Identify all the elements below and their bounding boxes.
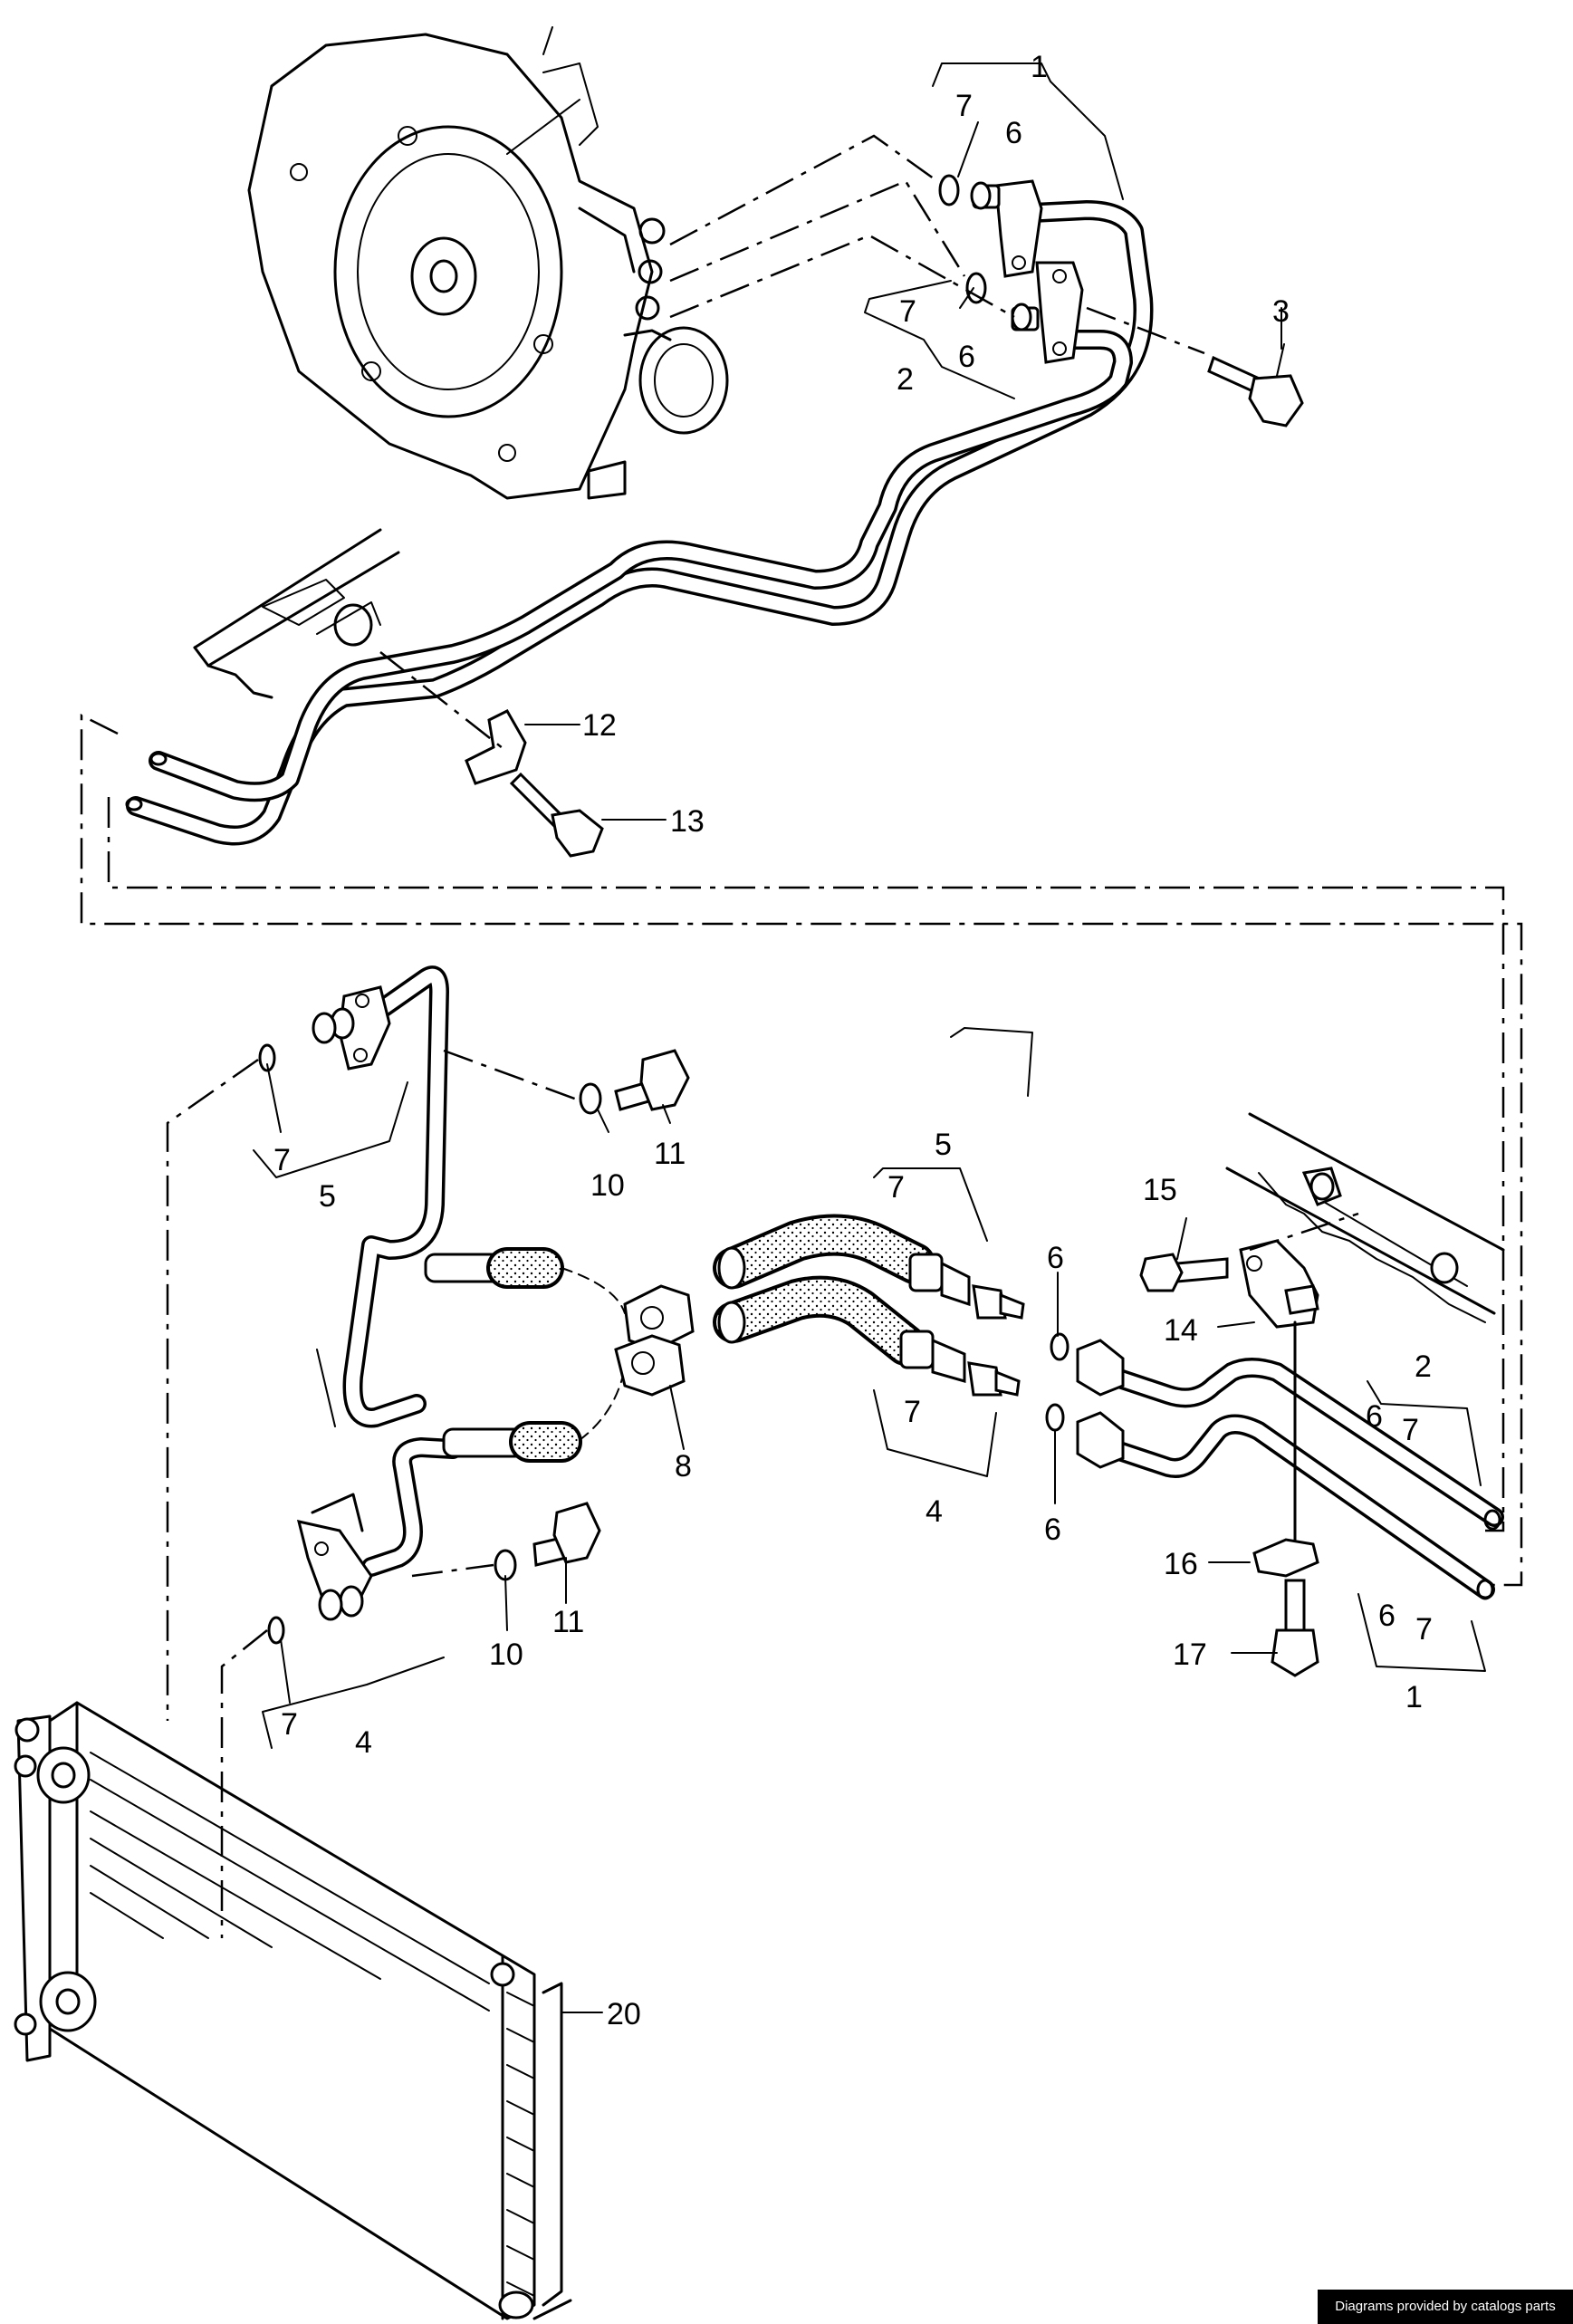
radiator-20 xyxy=(14,1701,572,2320)
hose-clamp-8 xyxy=(614,1284,695,1397)
bolt-13 xyxy=(509,772,604,858)
short-hose-upper xyxy=(424,1247,564,1289)
bolt-15 xyxy=(1139,1253,1229,1292)
bolt-3 xyxy=(1207,355,1304,427)
callout-10-upper: 10 xyxy=(590,1168,625,1203)
callout-6-top-b: 6 xyxy=(958,340,975,374)
callout-5-left: 5 xyxy=(319,1179,336,1214)
callout-1-right: 1 xyxy=(1405,1680,1423,1714)
callout-6-hose-b: 6 xyxy=(1044,1513,1061,1547)
radiator-bracket-area xyxy=(1225,1112,1505,1323)
callout-10-lower: 10 xyxy=(489,1637,523,1672)
callout-7-right-a: 7 xyxy=(1402,1413,1419,1447)
right-pipe-2 xyxy=(1104,1358,1504,1527)
foam-hose-4 xyxy=(713,1275,926,1366)
callout-17: 17 xyxy=(1173,1637,1207,1672)
bracket-14 xyxy=(1239,1239,1319,1329)
callout-12: 12 xyxy=(582,708,617,743)
callout-15: 15 xyxy=(1143,1173,1177,1207)
callout-13: 13 xyxy=(670,804,705,839)
transmission-housing xyxy=(247,26,729,500)
callout-7-top-b: 7 xyxy=(899,294,916,329)
callout-3: 3 xyxy=(1272,294,1290,329)
callout-14: 14 xyxy=(1164,1313,1198,1348)
right-pipe-1 xyxy=(1104,1414,1495,1599)
callout-11-lower: 11 xyxy=(552,1605,584,1639)
short-hose-lower xyxy=(442,1421,582,1463)
callout-11-upper: 11 xyxy=(654,1137,686,1171)
bolt-11-lower xyxy=(494,1502,601,1581)
callout-2-top: 2 xyxy=(897,362,914,397)
callout-2-right: 2 xyxy=(1415,1349,1432,1384)
callout-6-hose-a: 6 xyxy=(1047,1241,1064,1275)
bolt-17 xyxy=(1271,1579,1319,1677)
callout-6-top-a: 6 xyxy=(1005,116,1022,150)
callout-4-left: 4 xyxy=(355,1725,372,1760)
clip-12 xyxy=(465,709,527,785)
lower-fitting-5 xyxy=(258,985,391,1072)
callout-6-right-b: 6 xyxy=(1378,1599,1396,1633)
callout-4-hose: 4 xyxy=(926,1494,943,1529)
callout-5-hose: 5 xyxy=(935,1128,952,1162)
lower-fitting-4 xyxy=(267,1520,373,1645)
callout-7-left-a: 7 xyxy=(273,1143,291,1177)
callout-7-hose-b: 7 xyxy=(904,1395,921,1429)
callout-20: 20 xyxy=(607,1997,641,2031)
callout-8: 8 xyxy=(675,1449,692,1484)
subframe xyxy=(193,528,400,699)
credit-label: Diagrams provided by catalogs parts xyxy=(1318,2290,1573,2324)
bolt-11-upper xyxy=(579,1049,690,1115)
callout-6-right-a: 6 xyxy=(1366,1399,1383,1434)
upper-fitting-2 xyxy=(965,261,1084,364)
callout-7-right-b: 7 xyxy=(1415,1612,1433,1647)
lower-pipe-4 xyxy=(361,1437,463,1577)
callout-7-top-a: 7 xyxy=(955,89,973,123)
lower-pipe-5 xyxy=(342,965,449,1428)
callout-16: 16 xyxy=(1164,1547,1198,1581)
hose-fitting-lower xyxy=(899,1330,1021,1397)
callout-7-left-b: 7 xyxy=(281,1707,298,1742)
hose-fitting-upper xyxy=(908,1253,1025,1320)
callout-7-hose-a: 7 xyxy=(887,1170,905,1205)
callout-1-top: 1 xyxy=(1031,50,1048,84)
foam-hose-5 xyxy=(713,1214,935,1289)
upper-cooler-pipe-2 xyxy=(149,330,1133,802)
upper-fitting-1 xyxy=(938,174,1043,278)
clip-16 xyxy=(1252,1538,1319,1578)
